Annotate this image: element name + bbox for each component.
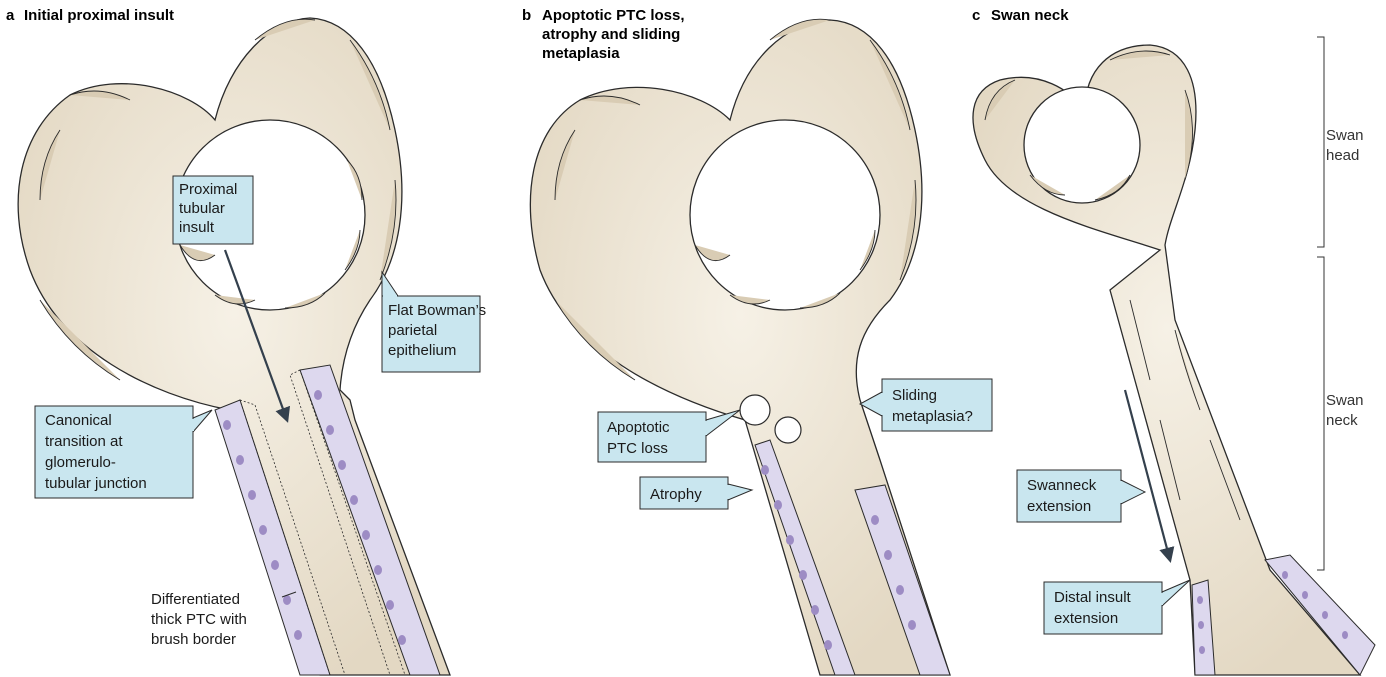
panel-b-title-line-1: Apoptotic PTC loss, bbox=[542, 7, 685, 24]
callout-distal-line-1: Distal insult bbox=[1054, 589, 1132, 606]
callout-bowman-line-2: parietal bbox=[388, 322, 437, 339]
callout-proximal-line-3: insult bbox=[179, 219, 215, 236]
panel-c: c Swan neck Swanneck bbox=[972, 7, 1375, 675]
bracket-swan-neck bbox=[1317, 257, 1324, 570]
callout-bowman: Flat Bowman’s parietal epithelium bbox=[382, 272, 486, 372]
callout-bowman-line-1: Flat Bowman’s bbox=[388, 302, 486, 319]
callout-canonical-line-1: Canonical bbox=[45, 412, 112, 429]
panel-a: a Initial proximal insult bbox=[6, 7, 486, 675]
differentiated-line-1: Differentiated bbox=[151, 591, 240, 608]
callout-atrophy: Atrophy bbox=[640, 477, 752, 509]
callout-sliding-line-1: Sliding bbox=[892, 387, 937, 404]
callout-canonical: Canonical transition at glomerulo- tubul… bbox=[35, 406, 212, 498]
panel-a-title: Initial proximal insult bbox=[24, 7, 174, 24]
callout-canonical-line-2: transition at bbox=[45, 433, 123, 450]
swan-neck-line-1: Swan bbox=[1326, 392, 1364, 409]
panel-b: b Apoptotic PTC loss, atrophy and slidin… bbox=[522, 7, 992, 675]
callout-sliding-line-2: metaplasia? bbox=[892, 408, 973, 425]
differentiated-line-2: thick PTC with bbox=[151, 611, 247, 628]
callout-apoptotic-line-2: PTC loss bbox=[607, 440, 668, 457]
panel-b-title-line-3: metaplasia bbox=[542, 45, 620, 62]
differentiated-line-3: brush border bbox=[151, 631, 236, 648]
callout-proximal-line-2: tubular bbox=[179, 200, 225, 217]
callout-apoptotic-line-1: Apoptotic bbox=[607, 419, 670, 436]
callout-sliding: Sliding metaplasia? bbox=[860, 379, 992, 431]
label-differentiated: Differentiated thick PTC with brush bord… bbox=[151, 591, 296, 648]
callout-swanneck-line-2: extension bbox=[1027, 498, 1091, 515]
panel-b-title-line-2: atrophy and sliding bbox=[542, 26, 680, 43]
glomerular-space-b bbox=[690, 120, 880, 310]
callout-canonical-line-4: tubular junction bbox=[45, 475, 147, 492]
callout-swanneck-extension: Swanneck extension bbox=[1017, 470, 1145, 522]
callout-canonical-line-3: glomerulo- bbox=[45, 454, 116, 471]
callout-atrophy-line-1: Atrophy bbox=[650, 486, 702, 503]
swan-neck-line-2: neck bbox=[1326, 412, 1358, 429]
panel-a-letter: a bbox=[6, 7, 15, 24]
swan-head-line-2: head bbox=[1326, 147, 1359, 164]
callout-distal-extension: Distal insult extension bbox=[1044, 580, 1190, 634]
bracket-swan-head bbox=[1317, 37, 1324, 247]
panel-c-title: Swan neck bbox=[991, 7, 1069, 24]
swan-head-line-1: Swan bbox=[1326, 127, 1364, 144]
callout-proximal-line-1: Proximal bbox=[179, 181, 237, 198]
callout-proximal-insult: Proximal tubular insult bbox=[173, 176, 253, 244]
panel-b-letter: b bbox=[522, 7, 531, 24]
callout-swanneck-line-1: Swanneck bbox=[1027, 477, 1097, 494]
callout-bowman-line-3: epithelium bbox=[388, 342, 456, 359]
callout-apoptotic: Apoptotic PTC loss bbox=[598, 410, 740, 462]
callout-distal-line-2: extension bbox=[1054, 610, 1118, 627]
panel-c-letter: c bbox=[972, 7, 980, 24]
